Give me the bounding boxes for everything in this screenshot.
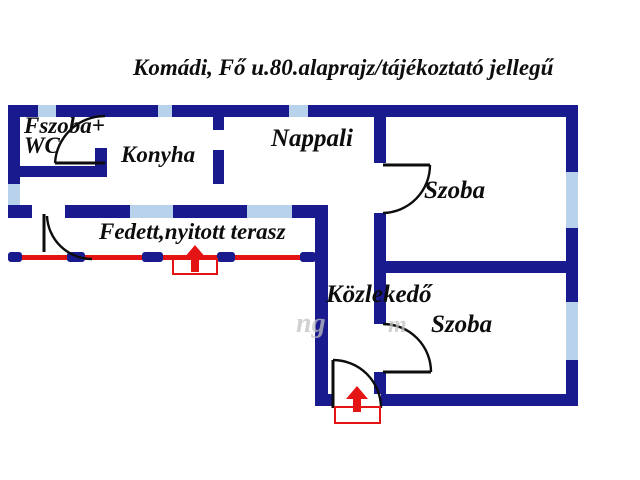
- wall-kitchen-divider-b: [213, 150, 224, 184]
- plan-title: Komádi, Fő u.80.alaprajz/tájékoztató jel…: [133, 55, 554, 80]
- window-right-room-top: [566, 172, 578, 228]
- watermark-fragment-right: m: [388, 312, 407, 338]
- terrace-pillar-2: [67, 252, 85, 262]
- room-label-kitchen: Konyha: [121, 142, 196, 167]
- watermark-fragment-left: ng: [296, 308, 326, 339]
- terrace-pillar-1: [8, 252, 22, 262]
- wall-south-corner: [8, 205, 32, 218]
- room-label-bathroom-line1: Fszoba+: [24, 113, 105, 138]
- terrace-pillar-3: [142, 252, 163, 262]
- entrance-arrow-main-icon: [346, 386, 368, 412]
- window-south-1: [130, 205, 173, 218]
- room-label-bathroom-line2: WC: [24, 133, 60, 158]
- window-top-2: [158, 105, 172, 117]
- room-label-hallway: Közlekedő: [326, 281, 432, 308]
- entrance-steps-main: [334, 406, 381, 424]
- window-south-2: [247, 205, 292, 218]
- window-right-room-bottom: [566, 302, 578, 360]
- window-top-3: [289, 105, 308, 117]
- room-label-room-bottom: Szoba: [431, 311, 493, 338]
- door-arc-room-right: [382, 164, 432, 215]
- terrace-pillar-5: [300, 252, 316, 262]
- wall-divider-c: [374, 372, 386, 394]
- terrace-pillar-4: [217, 252, 235, 262]
- wall-rooms-divider: [386, 261, 566, 273]
- window-top-1: [38, 105, 56, 117]
- room-label-terrace: Fedett,nyitott terasz: [99, 219, 286, 244]
- wall-divider-b: [374, 213, 386, 324]
- room-label-room-right: Szoba: [424, 177, 486, 204]
- wall-divider-a: [374, 117, 386, 163]
- wall-bathroom-bottom: [8, 166, 107, 177]
- wall-kitchen-divider-a: [213, 117, 224, 130]
- room-label-living: Nappali: [271, 125, 353, 152]
- wall-hallway-left: [315, 205, 328, 406]
- wall-bathroom-stub: [95, 148, 107, 166]
- wall-bottom-right-piece: [381, 394, 578, 406]
- wall-right: [566, 105, 578, 406]
- entrance-steps-terrace: [172, 258, 218, 275]
- window-left: [8, 184, 20, 205]
